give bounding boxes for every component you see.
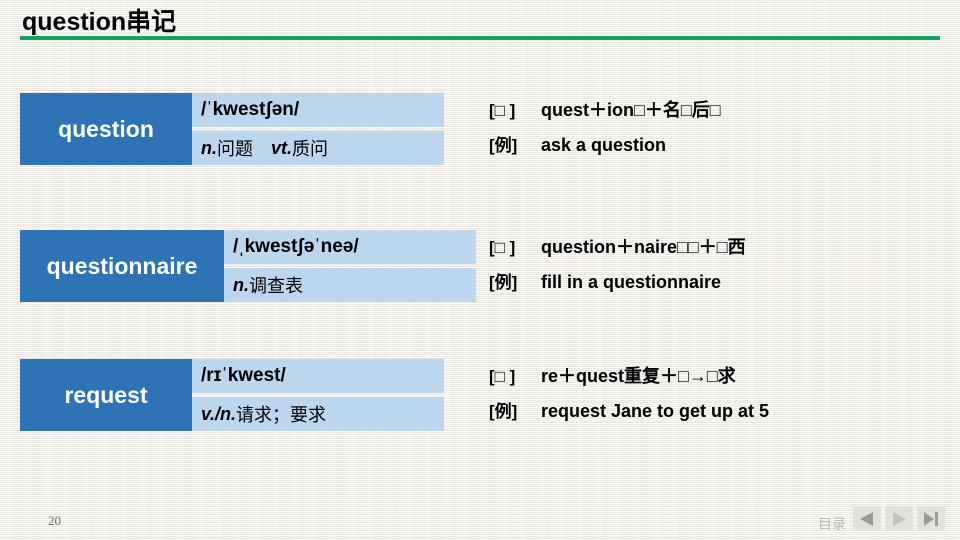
triangle-right-icon <box>890 511 908 527</box>
word-block: request /rɪˈkwest/ v./n. 请求；要求 <box>20 359 445 431</box>
sense-text: n. 问题 vt. 质问 <box>192 131 444 165</box>
vocab-entry-questionnaire: questionnaire /ˌkwestʃəˈneə/ n. 调查表 <box>20 230 476 302</box>
sense-gloss-1: 请求；要求 <box>236 405 327 425</box>
meaning-column: /ˈkwestʃən/ n. 问题 vt. 质问 <box>192 93 444 165</box>
note-line: [□ ] question＋naire□□＋□西 <box>489 233 949 259</box>
word-block: questionnaire /ˌkwestʃəˈneə/ n. 调查表 <box>20 230 476 302</box>
word-chip[interactable]: question <box>20 93 192 165</box>
note-text: re＋quest重复＋□→□求 <box>541 366 736 386</box>
meaning-column: /rɪˈkwest/ v./n. 请求；要求 <box>192 359 444 431</box>
next-slide-button[interactable] <box>885 507 913 531</box>
note-text: quest＋ion□＋名□后□ <box>541 100 721 120</box>
note-text: request Jane to get up at 5 <box>541 401 770 421</box>
sense-gloss-1: 调查表 <box>249 276 303 296</box>
previous-slide-button[interactable] <box>853 507 881 531</box>
table-of-contents-link[interactable]: 目录 <box>818 516 846 532</box>
note-text: fill in a questionnaire <box>541 272 722 292</box>
title-underline-rule <box>20 36 940 40</box>
phonetic-text: /ˌkwestʃəˈneə/ <box>224 230 476 264</box>
sense-gloss-1: 问题 <box>217 139 253 159</box>
note-tag: [例] <box>489 136 518 155</box>
last-slide-button[interactable] <box>917 507 945 531</box>
part-of-speech-1: n. <box>233 274 249 295</box>
note-text: ask a question <box>541 135 667 155</box>
slide-navigation-bar <box>853 507 945 531</box>
note-tag: [例] <box>489 402 518 421</box>
vocab-entry-question: question /ˈkwestʃən/ n. 问题 vt. 质问 <box>20 93 445 165</box>
note-tag: [□ ] <box>489 101 516 120</box>
notes-question: [□ ] quest＋ion□＋名□后□ [例] ask a question <box>489 96 949 165</box>
notes-request: [□ ] re＋quest重复＋□→□求 [例] request Jane to… <box>489 362 949 431</box>
vocab-entry-request: request /rɪˈkwest/ v./n. 请求；要求 <box>20 359 445 431</box>
sense-gloss-2: 质问 <box>292 139 329 159</box>
notes-questionnaire: [□ ] question＋naire□□＋□西 [例] fill in a q… <box>489 233 949 302</box>
word-chip[interactable]: questionnaire <box>20 230 224 302</box>
word-block: question /ˈkwestʃən/ n. 问题 vt. 质问 <box>20 93 445 165</box>
page-title: question串记 <box>22 8 177 36</box>
meaning-column: /ˌkwestʃəˈneə/ n. 调查表 <box>224 230 476 302</box>
note-line: [□ ] quest＋ion□＋名□后□ <box>489 96 949 122</box>
note-tag: [□ ] <box>489 238 516 257</box>
part-of-speech-1: n. <box>201 137 217 158</box>
phonetic-text: /rɪˈkwest/ <box>192 359 444 393</box>
triangle-left-icon <box>858 511 876 527</box>
note-line: [例] request Jane to get up at 5 <box>489 397 949 422</box>
note-tag: [□ ] <box>489 367 516 386</box>
page-number: 20 <box>48 513 61 528</box>
note-line: [例] ask a question <box>489 131 949 156</box>
sense-text: n. 调查表 <box>224 268 476 302</box>
note-line: [□ ] re＋quest重复＋□→□求 <box>489 362 949 388</box>
sense-text: v./n. 请求；要求 <box>192 397 444 431</box>
word-chip[interactable]: request <box>20 359 192 431</box>
part-of-speech-1: v./n. <box>201 403 237 424</box>
phonetic-text: /ˈkwestʃən/ <box>192 93 444 127</box>
note-text: question＋naire□□＋□西 <box>541 237 746 257</box>
part-of-speech-2: vt. <box>271 137 293 158</box>
triangle-right-bar-icon <box>922 511 940 527</box>
note-line: [例] fill in a questionnaire <box>489 268 949 293</box>
note-tag: [例] <box>489 273 518 292</box>
